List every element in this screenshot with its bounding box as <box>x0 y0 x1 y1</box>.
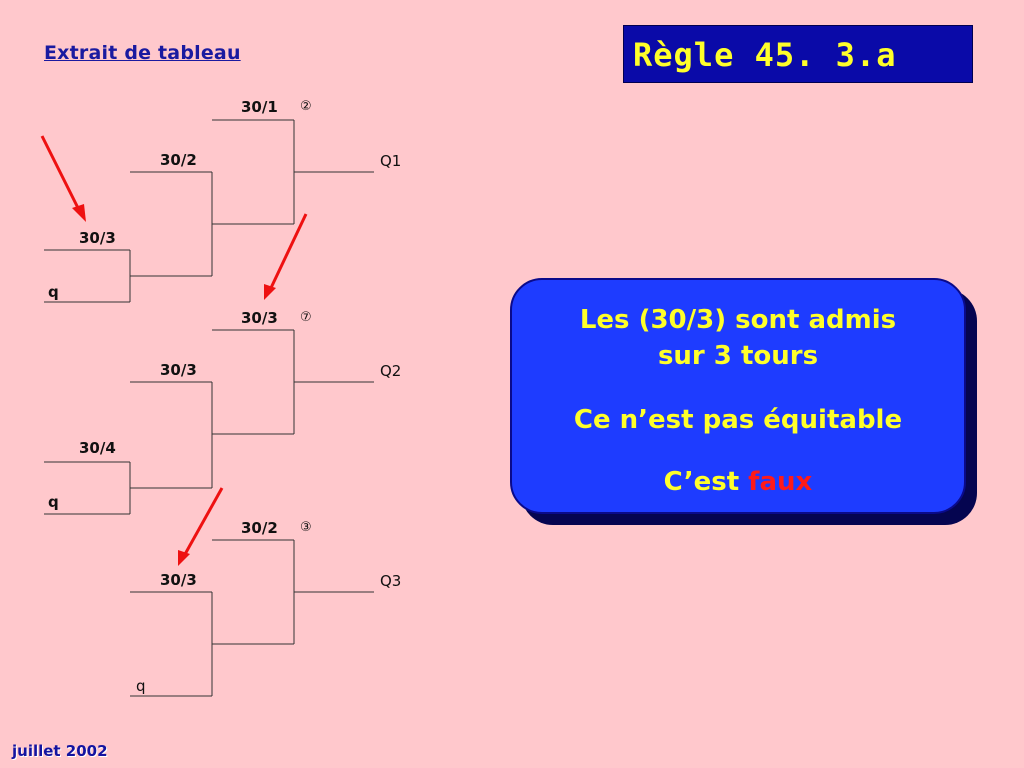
bracket1-seed: ② <box>300 99 312 114</box>
bracket3-top-label: 30/2 <box>241 519 278 537</box>
bracket2-low-label: 30/4 <box>79 439 116 457</box>
info-line-1b: sur 3 tours <box>657 341 819 371</box>
bracket1-result: Q1 <box>380 152 402 170</box>
bracket3-seed: ③ <box>300 520 312 535</box>
info-line-3-prefix: C’est <box>663 467 749 497</box>
info-line-3: C’est faux <box>512 464 964 500</box>
info-line-1: Les (30/3) sont admis sur 3 tours <box>512 302 964 374</box>
bracket2-top-label: 30/3 <box>241 309 278 327</box>
info-line-1a: Les (30/3) sont admis <box>579 305 897 335</box>
info-line-3-highlight: faux <box>748 467 813 497</box>
bracket2-result: Q2 <box>380 362 402 380</box>
info-line-2: Ce n’est pas équitable <box>573 405 903 435</box>
bracket1-top-label: 30/1 <box>241 98 278 116</box>
bracket2-mid-label: 30/3 <box>160 361 197 379</box>
bracket3-mid-label: 30/3 <box>160 571 197 589</box>
bracket2-seed: ⑦ <box>300 310 312 325</box>
arrow-2 <box>264 213 308 300</box>
bracket3-result: Q3 <box>380 572 402 590</box>
slide-subtitle: Extrait de tableau <box>44 42 241 64</box>
title-box: Règle 45. 3.a <box>623 25 973 83</box>
slide-title: Règle 45. 3.a <box>633 36 897 74</box>
bracket3-q: q <box>136 677 146 695</box>
bracket2-q: q <box>48 493 59 511</box>
info-box: Les (30/3) sont admis sur 3 tours Ce n’e… <box>510 278 966 514</box>
bracket1-mid-label: 30/2 <box>160 151 197 169</box>
slide-footer-date: juillet 2002 <box>12 742 108 760</box>
bracket1-q: q <box>48 283 59 301</box>
arrow-3 <box>178 487 224 566</box>
bracket1-low-label: 30/3 <box>79 229 116 247</box>
arrow-1 <box>40 135 86 222</box>
